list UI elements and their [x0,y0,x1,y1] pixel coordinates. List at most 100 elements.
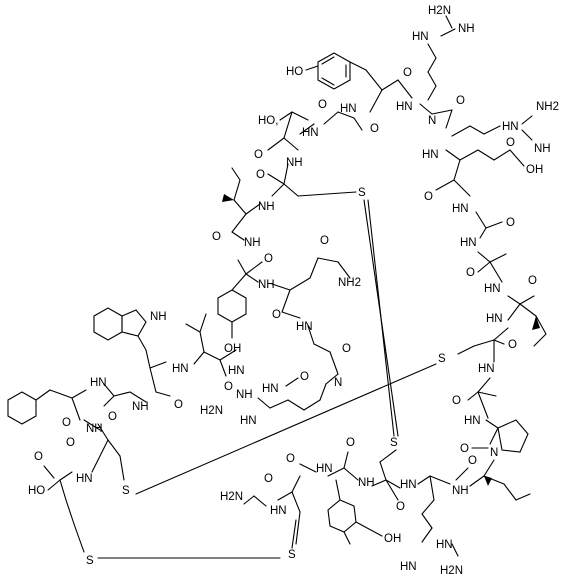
gly-mid: N O HN O [272,309,351,389]
label-s-3: S [288,549,296,561]
label-hn-2: HN [396,101,413,113]
label-hn-6: HN [452,203,469,215]
label-nh-5: NH [86,423,103,435]
tyr-bottom: O HN OH [316,437,401,545]
label-h2n-3: H2N [220,491,243,503]
label-nh2-2: NH2 [338,277,361,289]
label-nh-4: NH [358,477,375,489]
leu: O [185,313,237,393]
label-hn-10: HN [478,363,495,375]
label-nh-9: NH [258,279,275,291]
label-hn-22: HN [262,383,279,395]
label-o-29: O [254,149,263,161]
label-hn-17: HN [76,473,93,485]
cys-cterm: HO O S HN O [28,437,281,567]
disulfide-bridges [135,199,437,549]
arg-bottom: HN HN H2N HN [400,475,463,577]
arg-top-guanidine: H2N NH HN [412,5,475,87]
label-nh-12: NH [286,157,303,169]
label-hn-18: HN [90,377,107,389]
label-h2n-4: H2N [200,405,223,417]
label-oh-1: OH [526,164,543,176]
label-s-4: S [86,555,94,567]
label-o-22: O [300,371,309,383]
label-o-19: O [108,411,117,423]
label-nh-2: NH [534,143,551,155]
label-s-2: S [390,437,398,449]
label-hn-13: HN [436,539,453,551]
label-o-12: O [396,501,405,513]
label-hn-8: HN [484,283,501,295]
label-n-3: N [334,377,342,389]
label-s-6: S [358,187,366,199]
ala-mid-right: O HN [452,377,497,427]
label-o-10: O [460,443,469,455]
ala-right: O HN [466,251,507,295]
label-hn-5: HN [422,149,439,161]
label-hn-4: HN [502,121,519,133]
label-nh-11: NH [258,201,275,213]
label-o-11: O [468,455,477,467]
label-nh-1: NH [458,23,475,35]
cys-ala-nterm: O S HN O H2N [220,453,317,561]
label-o-16: O [34,451,43,463]
gln: NH O NH2 [258,235,361,313]
phe: HN [7,377,107,425]
label-h2n-2: H2N [440,565,463,577]
label-hn-20: HN [228,365,245,377]
arg-left: HN NH H2N HN O HN [200,365,327,427]
label-o-1: O [403,67,412,79]
tyr-mid: O NH OH [217,237,273,355]
pro: N O [460,419,529,459]
label-oh-3: OH [224,343,241,355]
label-ho-cterm: HO [28,485,45,497]
cys-top-mid: O S NH [256,157,366,199]
label-n-1: N [428,115,436,127]
label-hn-16: HN [270,505,287,517]
label-hn-7: HN [460,237,477,249]
label-hn-23: HN [296,321,313,333]
label-o-30: O [318,99,327,111]
arg-right-guanidine: HN NH2 NH [451,101,559,155]
label-h2n-1: H2N [428,5,451,17]
label-hn-1: HN [412,31,429,43]
label-o-13: O [346,437,355,449]
glu: HN O OH O HN [422,137,543,215]
label-o-4: O [424,191,433,203]
label-o-28: O [256,169,265,181]
label-oh-2: OH [384,533,401,545]
label-o-26: O [264,253,273,265]
tyr-top: HO O HN HN [286,52,413,115]
label-hn-11: HN [464,415,481,427]
label-nh-7: NH [150,311,167,323]
ile-right: O HN O [486,275,547,351]
label-o-23: O [342,343,351,355]
label-o-9: O [452,395,461,407]
label-o-20: O [174,399,183,411]
label-nh2-1: NH2 [536,101,559,113]
label-s-1: S [438,353,446,365]
label-o-14: O [286,453,295,465]
cys-right: S HN [438,339,495,375]
arg-top-backbone: O N [419,85,465,129]
label-o-6: O [466,267,475,279]
label-hn-15: HN [316,463,333,475]
ile-mid: O NH [212,167,275,243]
label-n-2: N [490,447,498,459]
cys-bottom-center: S NH O [358,437,405,513]
label-hn-14: HN [400,561,417,573]
label-o-31: O [370,123,379,135]
label-o-27: O [212,231,221,243]
trp: NH O HN [93,307,189,411]
label-hn-21: HN [240,415,257,427]
label-hn-3: HN [340,103,357,115]
label-o-21: O [224,381,233,393]
label-o-8: O [508,339,517,351]
label-hn-19: HN [172,363,189,375]
label-o-3: O [506,137,515,149]
label-o-5: O [506,217,515,229]
ile-lower: NH O [452,455,531,501]
label-s-5: S [122,485,130,497]
